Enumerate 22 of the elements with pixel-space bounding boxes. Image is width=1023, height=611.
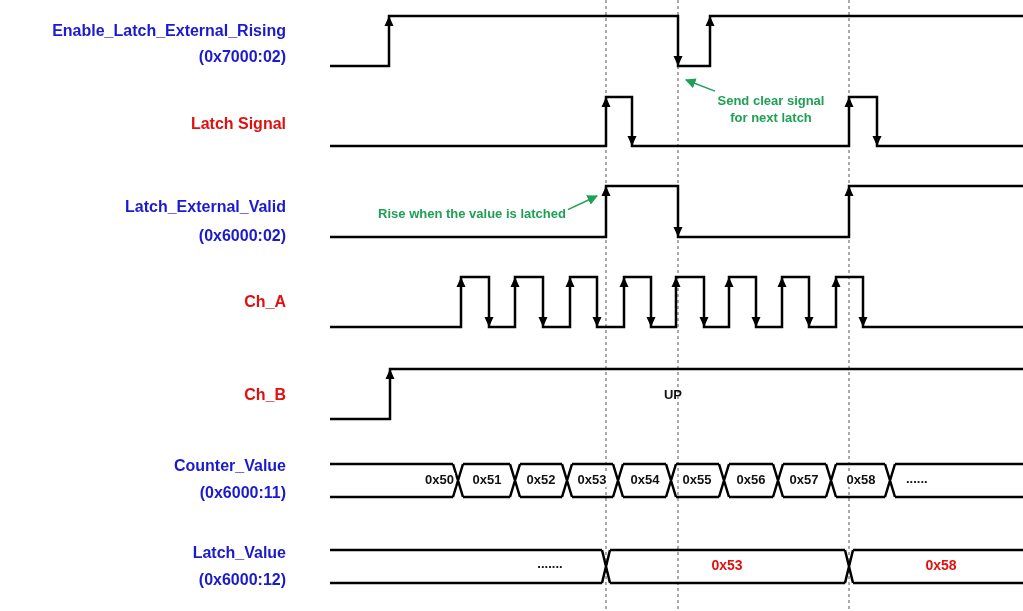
bus-value: ....... — [537, 556, 563, 572]
bus-value: 0x58 — [845, 472, 877, 488]
bus-value: 0x58 — [925, 558, 957, 574]
signal-name: (0x6000:11) — [199, 484, 286, 502]
bus-value: 0x50 — [424, 472, 455, 488]
leader-line — [567, 195, 598, 211]
signal-name: (0x6000:12) — [198, 571, 286, 589]
signal-name: Counter_Value — [173, 457, 286, 475]
signal-name: Latch_External_Valid — [125, 198, 286, 216]
signal-name: Latch Signal — [190, 115, 286, 133]
signal-name: Ch_A — [244, 293, 286, 311]
annotation-text: Send clear signal for next latch — [711, 93, 831, 127]
leader-line — [685, 78, 716, 92]
signal-name: Latch_Value — [192, 544, 286, 562]
signal-name: (0x7000:02) — [198, 48, 286, 66]
bus-value: 0x53 — [711, 558, 743, 574]
direction-text: UP — [663, 387, 683, 403]
signal-name: Ch_B — [244, 386, 286, 404]
signal-name: (0x6000:02) — [198, 227, 286, 245]
bus-value: 0x53 — [576, 472, 608, 488]
annotation-text: Rise when the value is latched — [378, 205, 566, 223]
signal-name: Enable_Latch_External_Rising — [52, 22, 286, 40]
